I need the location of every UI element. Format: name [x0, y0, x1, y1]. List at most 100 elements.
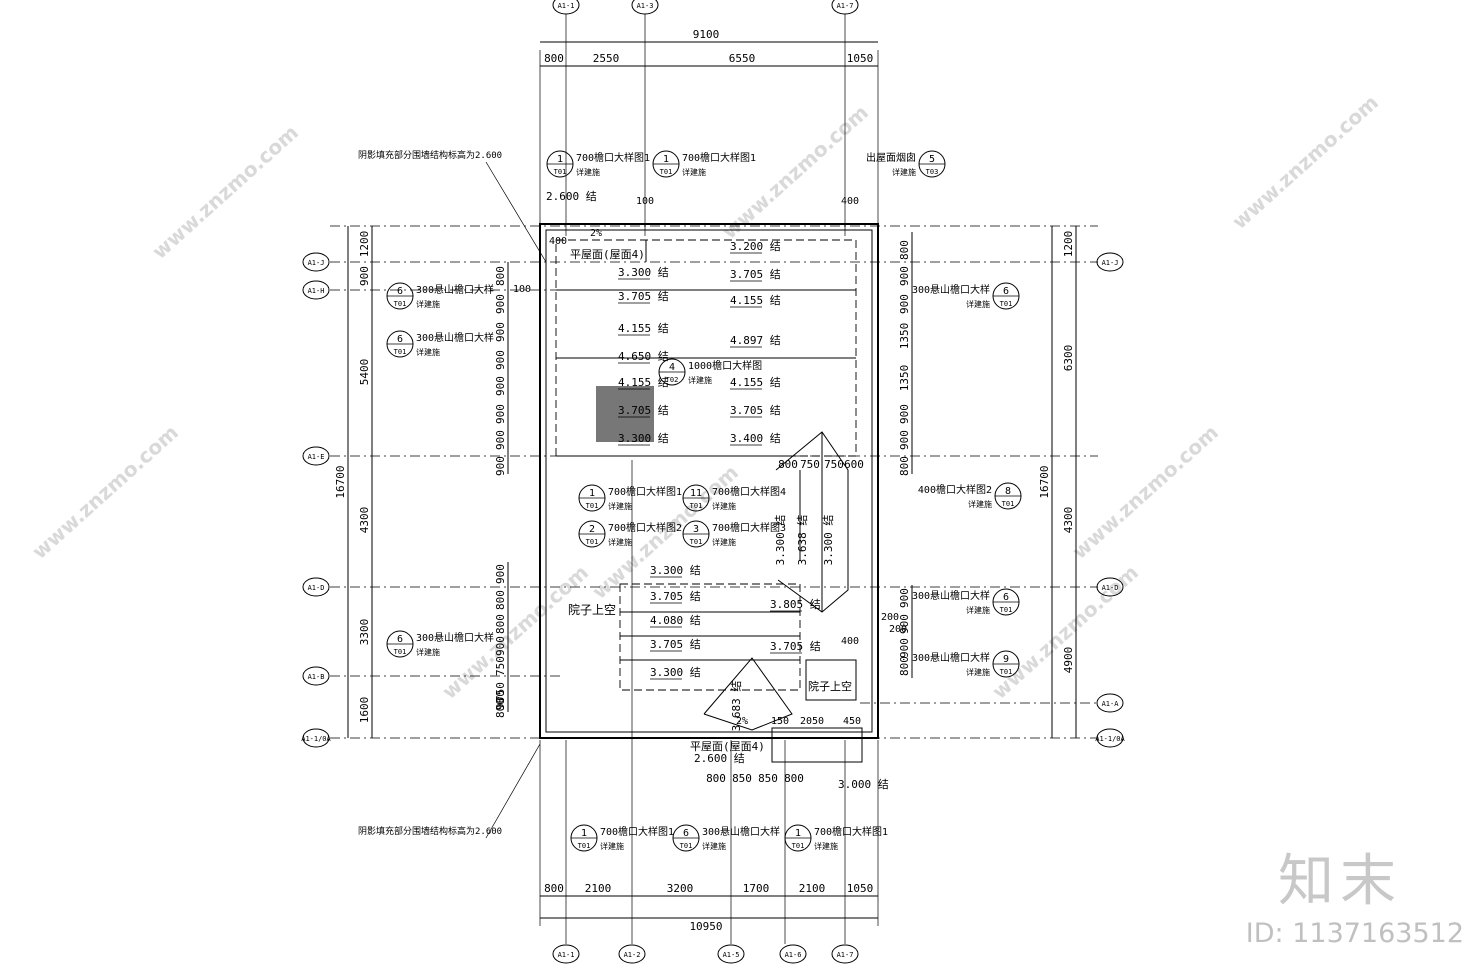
- callout-number: 1: [557, 154, 563, 165]
- grid-bubble: A1-5: [717, 944, 745, 964]
- callout-text: 出屋面烟囱: [866, 151, 916, 164]
- callout-text: 700檐口大样图1: [576, 151, 650, 164]
- dim-inner-left: 750: [494, 656, 507, 676]
- dim-top: 800: [544, 52, 564, 65]
- dim-misc: 400: [841, 196, 859, 207]
- dim-inner-left: 900: [494, 456, 507, 476]
- dim-left-mid: 1200: [358, 231, 371, 258]
- dim-step-top: 750: [824, 458, 844, 471]
- callout-sheet: T03: [926, 168, 939, 176]
- dim-top: 6550: [729, 52, 756, 65]
- callout-number: 11: [690, 488, 702, 499]
- dim-inner-right: 800: [898, 240, 911, 260]
- grid-bubble-label: A1-7: [837, 2, 854, 10]
- level-mark: 4.155 结: [730, 294, 781, 307]
- callout-text: 400檐口大样图2: [918, 483, 992, 496]
- grid-bubble: A1-J: [302, 252, 330, 272]
- level-mark-vertical: 3.300 结: [774, 515, 787, 566]
- level-mark: 3.400 结: [730, 432, 781, 445]
- watermark-text: www.znzmo.com: [1227, 90, 1383, 234]
- level-mark: 3.000 结: [838, 778, 889, 791]
- dim-left-outer: 16700: [334, 465, 347, 498]
- callout-sheet: T01: [1000, 300, 1013, 308]
- grid-bubble-label: A1-D: [1102, 584, 1119, 592]
- dim-bottom: 1700: [743, 882, 770, 895]
- dim-step-bottom: 850: [732, 772, 752, 785]
- grid-bubble: A1-1/0A: [301, 728, 332, 748]
- grid-bubble-label: A1-H: [308, 287, 325, 295]
- callout-text: 700檐口大样图1: [814, 825, 888, 838]
- level-mark: 3.805 结: [770, 598, 821, 611]
- level-mark: 3.705 结: [730, 404, 781, 417]
- level-mark: 3.705 结: [618, 290, 669, 303]
- callout-sub: 详建施: [416, 299, 440, 309]
- grid-bubble-label: A1-1: [558, 951, 575, 959]
- grid-bubble: A1-7: [831, 944, 859, 964]
- watermark-text: www.znzmo.com: [27, 420, 183, 564]
- watermark-text: www.znzmo.com: [987, 560, 1143, 704]
- callout-sheet: T01: [394, 348, 407, 356]
- dim-top-total: 9100: [693, 28, 720, 41]
- grid-bubble-label: A1-E: [308, 453, 325, 461]
- callout-sub: 详建施: [966, 667, 990, 677]
- callout-text: 700檐口大样图1: [682, 151, 756, 164]
- callout-sub: 详建施: [682, 167, 706, 177]
- callout-sheet: T01: [1002, 500, 1015, 508]
- dim-top: 2550: [593, 52, 620, 65]
- grid-bubble: A1-E: [302, 446, 330, 466]
- callout-number: 2: [589, 524, 595, 535]
- dim-inner-right: 900: [898, 294, 911, 314]
- callout-sub: 详建施: [600, 841, 624, 851]
- dim-inner-left: 900: [494, 350, 507, 370]
- level-mark-vertical: 3.300 结: [822, 515, 835, 566]
- dim-inner-left: 900: [494, 322, 507, 342]
- level-mark: 4.080 结: [650, 614, 701, 627]
- grid-bubble-label: A1-1: [558, 2, 575, 10]
- dim-right-mid: 4300: [1062, 507, 1075, 534]
- dim-bottom: 1050: [847, 882, 874, 895]
- detail-callouts: 1T01700檐口大样图1详建施1T01700檐口大样图1详建施5T03出屋面烟…: [386, 150, 1022, 852]
- level-mark: 2.600 结: [546, 190, 597, 203]
- grid-bubble: A1-2: [618, 944, 646, 964]
- note-bottom: 阴影填充部分围墙结构标高为2.600: [358, 825, 502, 837]
- callout-number: 6: [683, 828, 689, 839]
- callout-number: 9: [1003, 654, 1009, 665]
- grid-bubble-label: A1-B: [308, 673, 325, 681]
- dim-step-bottom: 850: [758, 772, 778, 785]
- dim-bottom-total: 10950: [689, 920, 722, 933]
- callout-sub: 详建施: [712, 501, 736, 511]
- dim-left-mid: 3300: [358, 619, 371, 646]
- grid-bubble: A1-1: [552, 0, 580, 15]
- level-mark-vertical: 3.638 结: [796, 515, 809, 566]
- grid-bubble-label: A1-1/0A: [301, 735, 331, 743]
- callout-sub: 详建施: [966, 299, 990, 309]
- dim-right-mid: 1200: [1062, 231, 1075, 258]
- callout-sub: 详建施: [966, 605, 990, 615]
- grid-bubble-label: A1-7: [837, 951, 854, 959]
- grid-bubble-label: A1-J: [308, 259, 325, 267]
- dim-inner-left: 800: [494, 266, 507, 286]
- dim-step-top: 800: [778, 458, 798, 471]
- callout-text: 300悬山檐口大样: [416, 631, 494, 644]
- dim-inner-left: 900: [494, 636, 507, 656]
- grid-bubble: A1-1: [552, 944, 580, 964]
- grid-bubble: A1-J: [1096, 252, 1124, 272]
- grid-bubble: A1-A: [1096, 693, 1124, 713]
- flat-roof-label-bottom: 平屋面(屋面4): [690, 740, 765, 753]
- callout-text: 1000檐口大样图: [688, 359, 762, 372]
- callout-number: 6: [397, 334, 403, 345]
- watermark-text: www.znzmo.com: [1067, 420, 1223, 564]
- callout-sheet: T01: [1000, 668, 1013, 676]
- dim-inner-right: 1350: [898, 323, 911, 350]
- callout-sub: 详建施: [416, 347, 440, 357]
